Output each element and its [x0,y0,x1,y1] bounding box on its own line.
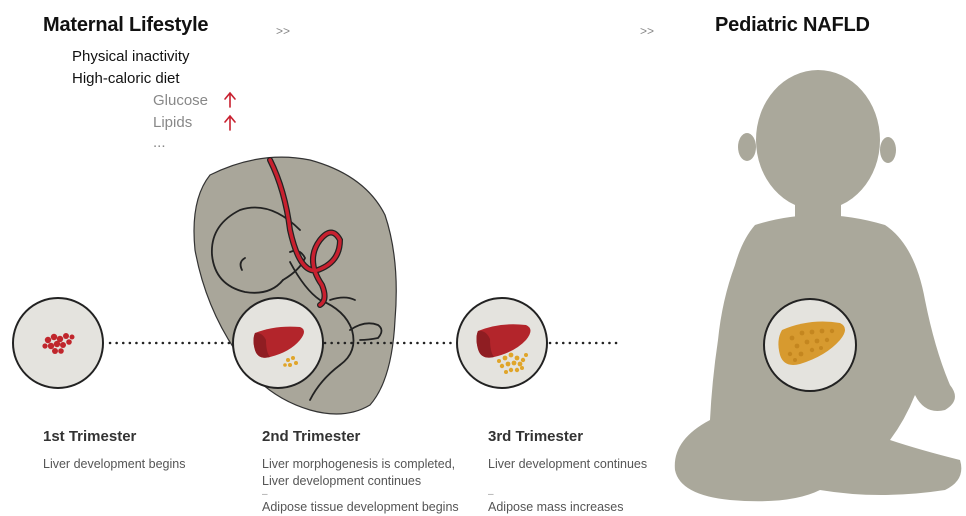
sub-factor-lipids: Lipids [153,114,192,131]
trimester-1-circle [13,298,103,388]
baby-silhouette [675,70,962,501]
trimester-2-desc-line-2: Liver development continues [262,473,421,490]
up-arrow-icons [225,93,235,130]
sub-factor-glucose: Glucose [153,92,208,109]
trimester-3-dash: – [488,491,494,499]
trimester-2-circle [233,298,323,388]
trimester-2-title: 2nd Trimester [262,428,360,445]
separator-arrow-2: >> [640,24,654,38]
trimester-2-dash: – [262,491,268,499]
factor-high-caloric-diet: High-caloric diet [72,70,180,87]
trimester-3-desc: Liver development continues [488,456,647,473]
trimester-1-desc: Liver development begins [43,456,185,473]
separator-arrow-1: >> [276,24,290,38]
trimester-1-title: 1st Trimester [43,428,136,445]
nafld-circle [764,299,856,391]
trimester-2-extra: Adipose tissue development begins [262,499,459,516]
trimester-3-extra: Adipose mass increases [488,499,623,516]
factor-physical-inactivity: Physical inactivity [72,48,190,65]
factor-ellipsis: ... [153,134,166,151]
trimester-2-desc-line-1: Liver morphogenesis is completed, [262,456,455,473]
pediatric-nafld-title: Pediatric NAFLD [715,14,870,37]
trimester-3-title: 3rd Trimester [488,428,583,445]
maternal-lifestyle-title: Maternal Lifestyle [43,14,208,37]
trimester-3-circle [457,298,547,388]
